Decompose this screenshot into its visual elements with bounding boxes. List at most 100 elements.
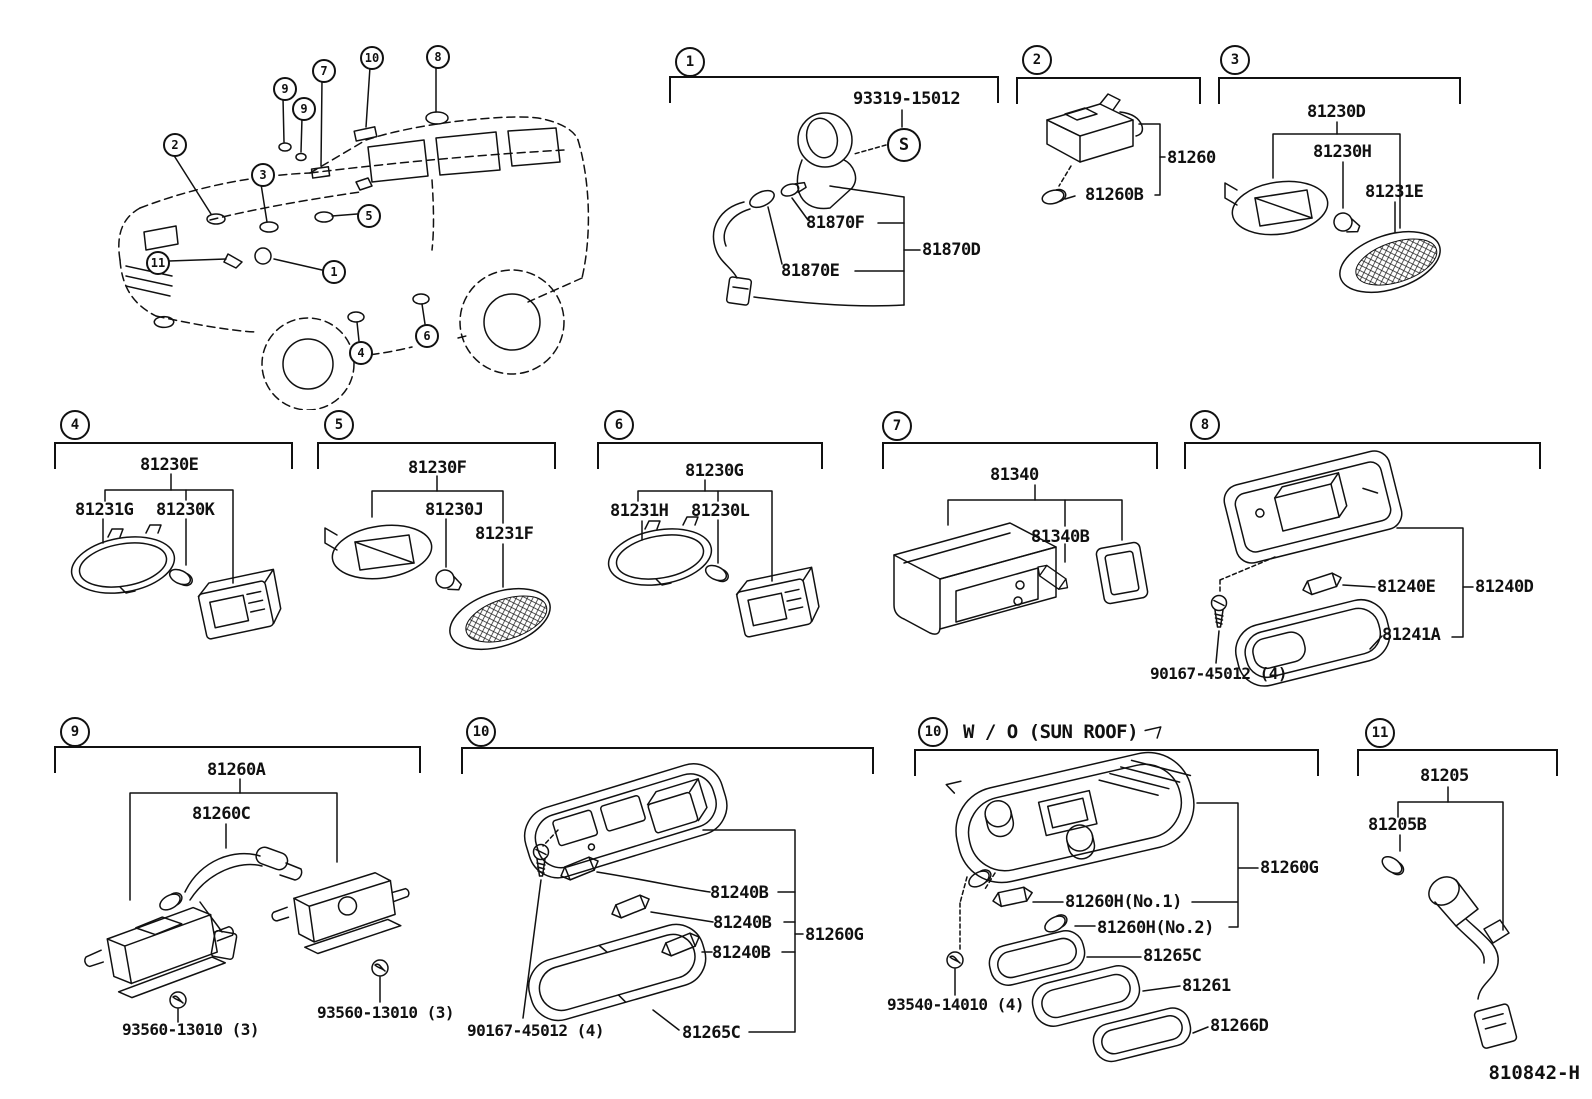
bulb-81870f: [780, 181, 807, 197]
bulb-wedge-no2: [1041, 911, 1071, 936]
part-label-81230J: 81230J: [425, 500, 484, 520]
part-label-81240B-1: 81240B: [710, 883, 769, 903]
section-4-illustration: [54, 442, 293, 640]
lamp-housing-81260: [1046, 93, 1144, 163]
section-1-illustration: [669, 76, 999, 307]
diagram-code: 810842-H: [1488, 1062, 1580, 1084]
car-callout-6: 6: [415, 324, 439, 348]
part-label-81240E: 81240E: [1377, 577, 1436, 597]
section-9-illustration: [54, 746, 421, 1023]
lens-81231e: [1339, 230, 1441, 294]
car-callout-8: 8: [426, 45, 450, 69]
section-4: 4 81230E 81231G 81230K: [50, 405, 300, 660]
part-label-81230L: 81230L: [691, 501, 750, 521]
section-6: 6 81230G 81231H 81230L: [590, 405, 840, 660]
part-label-90167-45012: 90167-45012 (4): [1150, 664, 1288, 683]
grommet-81870e: [749, 189, 775, 209]
bulb-81230k: [166, 565, 196, 590]
section-1: 1 S 93319-15012 81870F 81870D 81870E: [640, 40, 1010, 310]
part-label-81240B-3: 81240B: [712, 943, 771, 963]
section-2-number: 2: [1022, 45, 1052, 75]
lens-81231f: [449, 587, 551, 651]
car-callout-11: 11: [146, 251, 170, 275]
car-callout-9b: 9: [292, 97, 316, 121]
part-label-81231E: 81231E: [1365, 182, 1424, 202]
section-2-illustration: [1016, 77, 1201, 207]
socket-wire: [712, 201, 753, 306]
bulb-81230l: [702, 561, 732, 586]
part-label-81260A: 81260A: [207, 760, 266, 780]
car-callout-3: 3: [251, 163, 275, 187]
part-label-81260H-no2: 81260H(No.2): [1097, 918, 1214, 938]
part-label-81870E: 81870E: [781, 261, 840, 281]
part-label-81265C: 81265C: [1143, 946, 1202, 966]
part-label-81340B: 81340B: [1031, 527, 1090, 547]
section-3-number: 3: [1220, 45, 1250, 75]
section-5: 5 81230F 81230J 81231F: [315, 405, 560, 660]
part-label-81231G: 81231G: [75, 500, 134, 520]
bulb-festoon-no1: [990, 885, 1035, 909]
section-3-illustration: [1218, 77, 1461, 294]
vehicle-overview: 2 9 9 7 10 8 3 5 11 1 4 6: [60, 30, 600, 410]
vehicle-outline-illustration: [118, 65, 590, 410]
car-callout-9a: 9: [273, 77, 297, 101]
dome-lamp-base: [1223, 450, 1403, 564]
section-4-number: 4: [60, 410, 90, 440]
section-8-illustration: [1184, 442, 1541, 687]
bulb-81230j: [435, 569, 463, 591]
side-lamp-housing: [324, 524, 433, 580]
part-label-81205: 81205: [1420, 766, 1469, 786]
screw-93540: [946, 951, 964, 969]
section-8: 8 81240E 81240D 81241A 90167-45012 (4): [1140, 405, 1560, 695]
part-label-93560-left: 93560-13010 (3): [122, 1020, 260, 1039]
section-7: 7 81340 81340B: [860, 405, 1160, 655]
section-10b-illustration: [914, 726, 1319, 1063]
part-label-81230G: 81230G: [685, 461, 744, 481]
part-label-81230H: 81230H: [1313, 142, 1372, 162]
section-6-illustration: [597, 442, 823, 638]
socket-81230k: [197, 568, 282, 640]
part-label-81261: 81261: [1182, 976, 1231, 996]
suv-body: [118, 116, 590, 410]
part-label-81241A: 81241A: [1382, 625, 1441, 645]
part-label-81340: 81340: [990, 465, 1039, 485]
bulb-81260b: [1039, 186, 1068, 207]
bulb-81230h: [1333, 212, 1361, 233]
part-label-81266D: 81266D: [1210, 1016, 1269, 1036]
callout-leader-lines: [168, 65, 449, 342]
section-11-number: 11: [1365, 718, 1395, 748]
screw-90167: [532, 843, 550, 877]
part-label-81260C: 81260C: [192, 804, 251, 824]
car-callout-4: 4: [349, 341, 373, 365]
section-2: 2 81260 81260B: [1005, 40, 1240, 235]
gasket-81265c: [528, 923, 707, 1022]
bulb-81240b-1: [557, 853, 602, 884]
part-label-81230K: 81230K: [156, 500, 215, 520]
socket-wire-81205: [1428, 876, 1518, 1049]
section-6-number: 6: [604, 410, 634, 440]
section-9: 9 81260A 81260C 93560-13010 (3) 93560-13…: [50, 700, 455, 1045]
section-5-number: 5: [324, 410, 354, 440]
harness-bulb: [156, 889, 186, 914]
section-9-number: 9: [60, 717, 90, 747]
key-cylinder-ring: [796, 112, 857, 210]
car-callout-5: 5: [357, 204, 381, 228]
section-10-wo-sunroof: 10 W / O (SUN ROOF) 81260G 81260H(No.1) …: [875, 695, 1335, 1065]
part-label-81205B: 81205B: [1368, 815, 1427, 835]
glovebox-lamp-81340: [893, 522, 1057, 635]
section-11: 11 81205 81205B: [1338, 695, 1583, 1065]
section-8-number: 8: [1190, 410, 1220, 440]
screw-90167: [1210, 594, 1228, 628]
wiring-harness-81260c: [184, 846, 303, 960]
part-label-81260G: 81260G: [1260, 858, 1319, 878]
part-label-81260: 81260: [1167, 148, 1216, 168]
part-label-81231H: 81231H: [610, 501, 669, 521]
s-marker: S: [887, 128, 921, 162]
part-label-90167-45012: 90167-45012 (4): [467, 1021, 605, 1040]
gasket-81340: [1095, 541, 1149, 605]
part-label-81240B-2: 81240B: [713, 913, 772, 933]
side-lamp-housing: [1224, 180, 1329, 236]
lens-81241a: [1235, 599, 1391, 687]
part-label-81230D: 81230D: [1307, 102, 1366, 122]
